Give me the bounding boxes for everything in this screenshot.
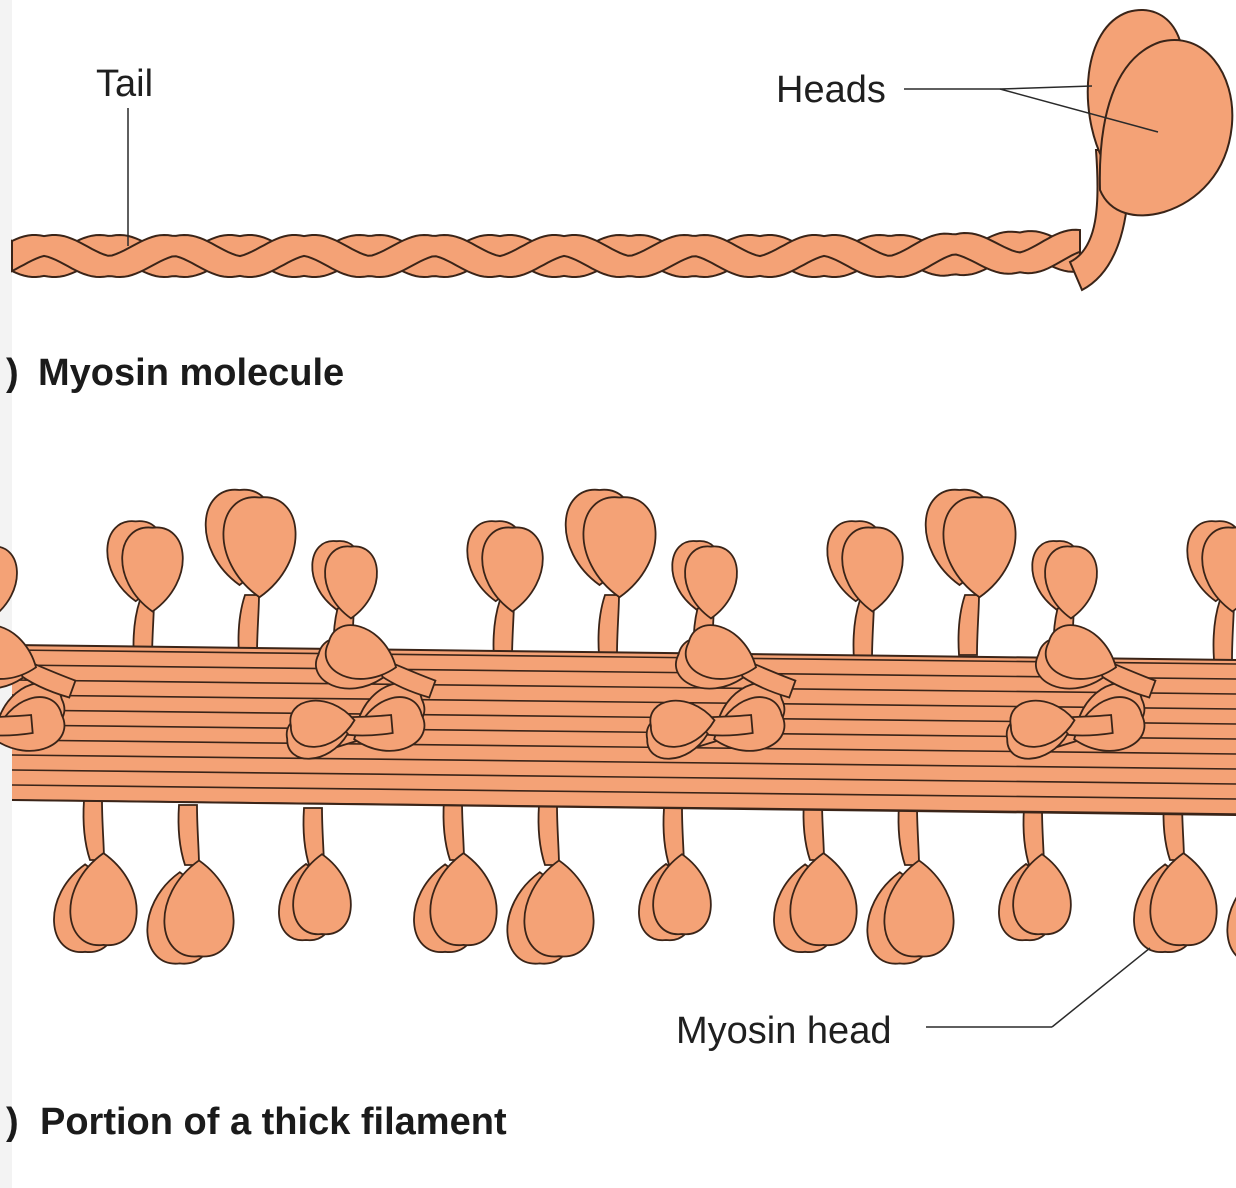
caption-marker-a: ) — [6, 352, 19, 394]
filament-caption: Portion of a thick filament — [40, 1101, 507, 1143]
molecule-caption: Myosin molecule — [38, 352, 344, 394]
caption-marker-b: ) — [6, 1101, 19, 1143]
myosin-head-label: Myosin head — [676, 1010, 891, 1052]
tail-label: Tail — [96, 63, 153, 105]
head-stalk — [898, 805, 919, 865]
heads-label: Heads — [776, 69, 886, 111]
head-stalk — [83, 800, 104, 860]
head-stalk — [178, 805, 199, 865]
head-stalk — [958, 595, 979, 655]
head-stalk — [598, 595, 619, 655]
head-stalk — [538, 805, 559, 865]
head-stalk — [238, 595, 259, 655]
head-stalk — [443, 800, 464, 860]
